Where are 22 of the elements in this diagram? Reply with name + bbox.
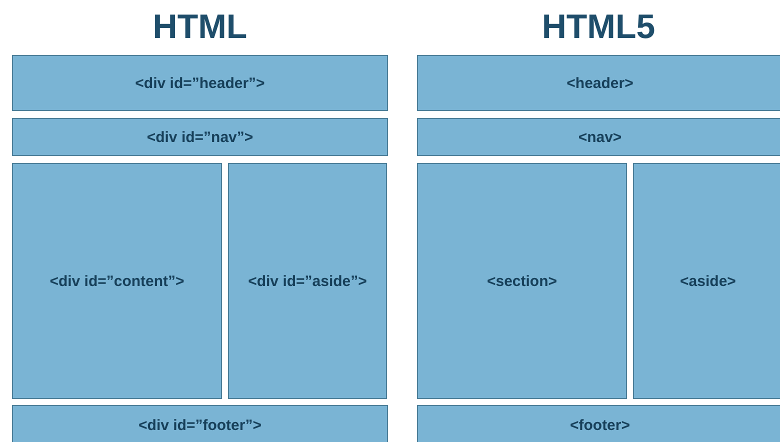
column-heading: HTML [152, 8, 248, 47]
block-label: <aside> [680, 272, 736, 290]
block-label: <div id=”content”> [50, 272, 184, 290]
layout-block [12, 55, 388, 111]
column-heading: HTML5 [540, 8, 656, 47]
layout-block [417, 405, 780, 442]
block-label: <div id=”header”> [135, 74, 265, 92]
block-label: <div id=”footer”> [138, 416, 262, 434]
layout-block [12, 405, 388, 442]
block-label: <div id=”aside”> [248, 272, 367, 290]
block-label: <header> [566, 74, 634, 92]
layout-block [417, 55, 780, 111]
block-label: <nav> [578, 128, 622, 146]
block-label: <section> [486, 272, 558, 290]
layout-block [417, 118, 780, 156]
layout-block [633, 163, 780, 399]
block-label: <footer> [570, 416, 630, 434]
layout-block [12, 163, 222, 399]
block-label: <div id=”nav”> [146, 128, 254, 146]
layout-block [12, 118, 388, 156]
layout-block [228, 163, 387, 399]
layout-block [417, 163, 627, 399]
